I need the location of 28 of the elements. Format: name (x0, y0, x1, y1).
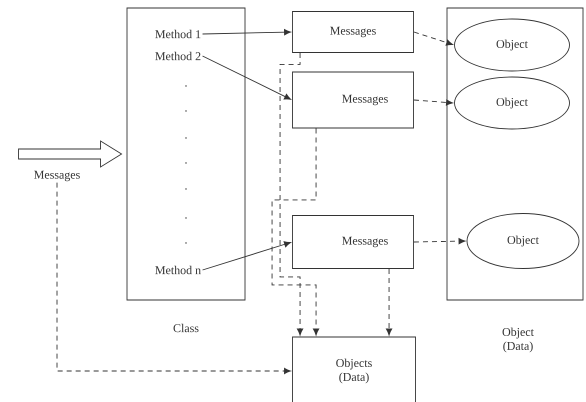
arrow (280, 52, 304, 336)
dot-label: . (185, 137, 187, 139)
dot-label: . (185, 110, 187, 112)
arrow (414, 238, 466, 244)
message-box: Messages (292, 215, 414, 269)
arrow (202, 29, 291, 36)
node-label: Class (174, 324, 199, 332)
arrow (414, 99, 453, 106)
dot-label: . (185, 217, 187, 219)
arrow (386, 268, 392, 336)
arrow (56, 182, 291, 374)
dot-label: . (185, 85, 187, 87)
text-label: Method n (155, 266, 201, 274)
node-label: Object (Data) (502, 328, 534, 352)
block-arrow (18, 140, 122, 168)
message-box: Objects (Data) (292, 336, 416, 402)
dot-label: . (185, 188, 187, 190)
message-box: Messages (292, 72, 414, 128)
text-label: Method 1 (155, 30, 200, 38)
arrow (202, 56, 292, 100)
arrow (202, 241, 291, 270)
text-label: Method 2 (155, 52, 200, 60)
dot-label: . (185, 242, 187, 244)
arrow (414, 32, 453, 46)
arrow (272, 128, 320, 336)
text-label: Messages (34, 170, 80, 182)
dot-label: . (185, 162, 187, 164)
message-box: Messages (292, 11, 414, 53)
